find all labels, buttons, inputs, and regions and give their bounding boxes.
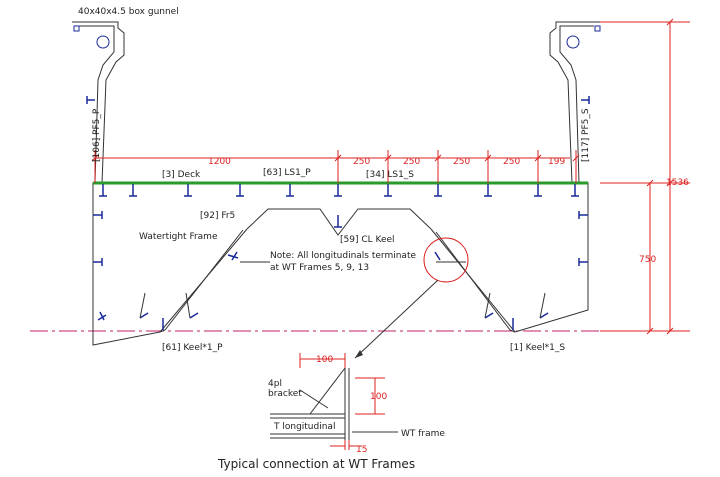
port-hull-outline — [72, 21, 432, 346]
dim-250-2: 250 — [403, 157, 420, 167]
ls1-port-label: [63] LS1_P — [263, 168, 311, 178]
fr5-label: [92] Fr5 — [200, 211, 235, 221]
starboard-gunnel-box — [566, 35, 580, 49]
side-stiffeners — [86, 96, 590, 321]
detail-leader — [354, 279, 439, 359]
dim-250-1: 250 — [353, 157, 370, 167]
watertight-frame-label: Watertight Frame — [139, 232, 218, 242]
bracket-label-2: bracket — [268, 389, 302, 399]
detail-dimensions — [299, 353, 385, 450]
note-line-2: at WT Frames 5, 9, 13 — [270, 263, 369, 273]
pf5-port-label: [106] PF5_P — [92, 108, 102, 162]
dim-detail-100-vertical: 100 — [370, 392, 387, 402]
dim-250-4: 250 — [503, 157, 520, 167]
dim-199: 199 — [548, 157, 565, 167]
dim-1536: 1536 — [666, 178, 689, 188]
port-gunnel-box — [96, 35, 110, 49]
detail-caption: Typical connection at WT Frames — [217, 457, 415, 471]
ls1-starboard-label: [34] LS1_S — [366, 170, 414, 180]
centerline-keel-marks — [162, 215, 514, 330]
bottom-longitudinals — [139, 261, 546, 319]
connection-detail — [270, 367, 398, 440]
bracket-label-1: 4pl — [268, 379, 282, 389]
dim-detail-100-horizontal: 100 — [316, 355, 333, 365]
dim-750: 750 — [639, 255, 656, 265]
keel-starboard-label: [1] Keel*1_S — [510, 343, 565, 353]
dim-detail-15: 15 — [356, 445, 367, 455]
keel-port-label: [61] Keel*1_P — [162, 343, 223, 353]
t-longitudinal-label: T longitudinal — [273, 422, 335, 432]
deck-longitudinals — [99, 184, 579, 197]
gunnel-label: 40x40x4.5 box gunnel — [78, 7, 179, 17]
port-gunnel-square — [73, 25, 80, 32]
dimension-lines — [91, 18, 690, 335]
pf5-starboard-label: [117] PF5_S — [581, 108, 591, 162]
cl-keel-label: [59] CL Keel — [340, 235, 395, 245]
detail-leader-arrow — [355, 350, 363, 358]
starboard-gunnel-square — [594, 25, 601, 32]
deck-label: [3] Deck — [162, 170, 201, 180]
detail-callout-circle — [423, 237, 469, 283]
dim-1200: 1200 — [208, 157, 231, 167]
dim-250-3: 250 — [453, 157, 470, 167]
starboard-hull-outline — [430, 21, 600, 333]
note-line-1: Note: All longitudinals terminate — [270, 251, 416, 261]
wt-frame-label: WT frame — [401, 429, 445, 439]
